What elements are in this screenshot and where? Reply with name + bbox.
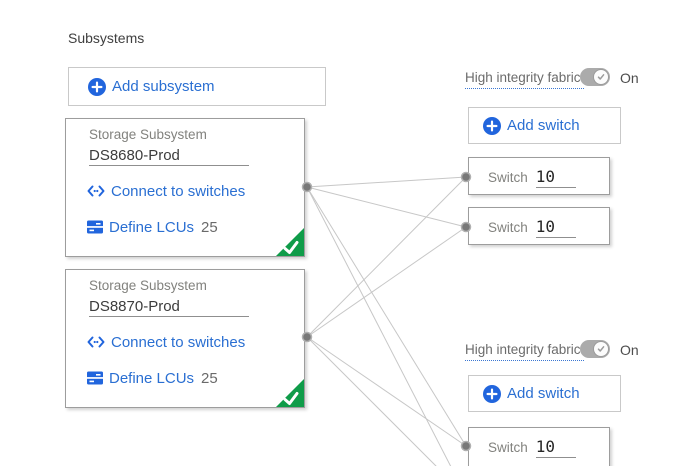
lcu-icon — [87, 220, 103, 234]
define-lcus-link[interactable]: Define LCUs 25 — [87, 368, 218, 388]
valid-check-icon — [276, 228, 304, 256]
add-switch-label: Add switch — [507, 385, 580, 402]
switch-box: Switch — [468, 157, 610, 195]
storage-subsystem-label: Storage Subsystem — [89, 127, 207, 142]
connect-link-label: Connect to switches — [111, 182, 246, 200]
add-subsystem-label: Add subsystem — [112, 78, 215, 95]
add-subsystem-button[interactable]: Add subsystem — [68, 67, 326, 106]
switch-id-input[interactable] — [535, 166, 576, 188]
subsystem-card-ds8680: Storage Subsystem Connect to switches De… — [65, 118, 305, 257]
toggle-state-label: On — [620, 70, 639, 86]
plus-icon — [483, 116, 501, 135]
switch-label: Switch — [488, 169, 528, 185]
connect-to-switches-link[interactable]: Connect to switches — [87, 332, 245, 352]
toggle-knob-check-icon — [593, 341, 609, 357]
subsystem-name-input[interactable] — [89, 296, 249, 317]
switch-label: Switch — [488, 219, 528, 235]
plus-icon — [88, 77, 106, 96]
connect-to-switches-link[interactable]: Connect to switches — [87, 181, 245, 201]
switch-id-input[interactable] — [535, 436, 576, 458]
define-lcus-link[interactable]: Define LCUs 25 — [87, 217, 218, 237]
page-title: Subsystems — [68, 30, 145, 46]
subsystem-card-ds8870: Storage Subsystem Connect to switches De… — [65, 269, 305, 408]
add-switch-button[interactable]: Add switch — [468, 375, 621, 412]
switch-box: Switch — [468, 427, 610, 466]
high-integrity-fabric-toggle[interactable] — [580, 340, 610, 358]
high-integrity-fabric-label: High integrity fabric: — [465, 70, 585, 89]
high-integrity-fabric-toggle[interactable] — [580, 68, 610, 86]
connect-icon — [87, 185, 105, 197]
plus-icon — [483, 384, 501, 403]
valid-check-icon — [276, 379, 304, 407]
lcu-count: 25 — [201, 218, 218, 236]
lcu-count: 25 — [201, 369, 218, 387]
connect-icon — [87, 336, 105, 348]
high-integrity-fabric-label: High integrity fabric: — [465, 342, 585, 361]
switch-label: Switch — [488, 439, 528, 455]
lcu-icon — [87, 371, 103, 385]
toggle-knob-check-icon — [593, 69, 609, 85]
define-link-label: Define LCUs — [109, 369, 195, 387]
add-switch-button[interactable]: Add switch — [468, 107, 621, 144]
toggle-state-label: On — [620, 342, 639, 358]
connect-link-label: Connect to switches — [111, 333, 246, 351]
storage-subsystem-label: Storage Subsystem — [89, 278, 207, 293]
switch-box: Switch — [468, 207, 610, 245]
switch-id-input[interactable] — [535, 216, 576, 238]
define-link-label: Define LCUs — [109, 218, 195, 236]
subsystem-name-input[interactable] — [89, 145, 249, 166]
add-switch-label: Add switch — [507, 117, 580, 134]
